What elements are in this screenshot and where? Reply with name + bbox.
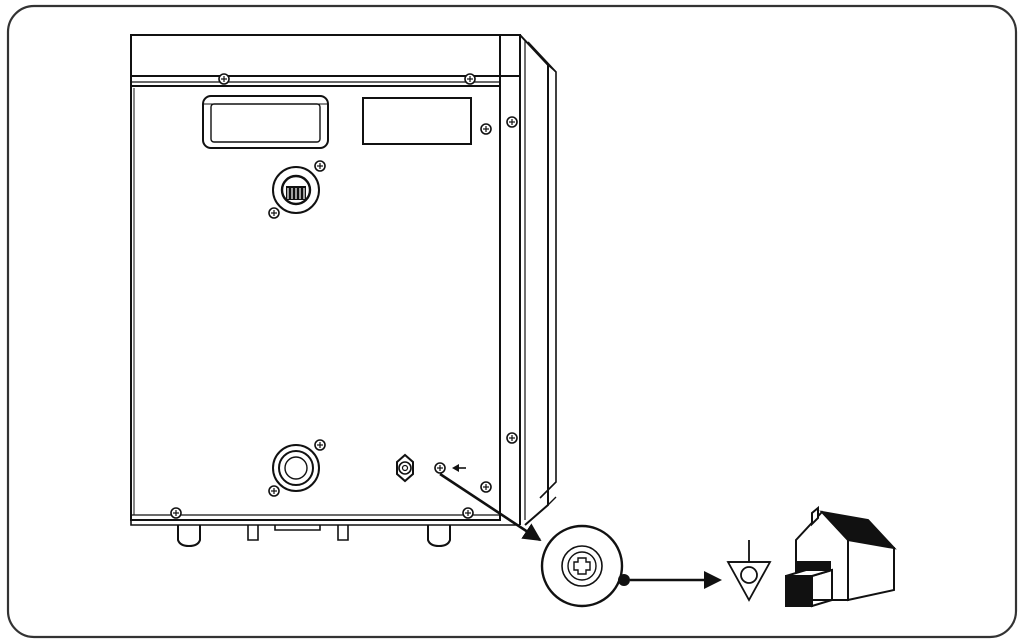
screw-icon — [480, 481, 492, 493]
magnified-earth-screw — [540, 524, 630, 608]
screw-icon — [314, 160, 326, 172]
screw-icon — [506, 116, 518, 128]
outer-frame — [6, 4, 1018, 639]
side-profile-outer — [519, 34, 549, 526]
upper-connector — [272, 166, 320, 214]
house-icon — [785, 505, 897, 608]
label-window — [362, 97, 472, 145]
arrow-right-icon — [630, 571, 722, 589]
screw-icon — [268, 207, 280, 219]
earth-screw-icon — [434, 462, 446, 474]
screw-icon — [218, 73, 230, 85]
ground-symbol-icon — [726, 540, 772, 602]
callout-leader-arrow — [439, 472, 542, 542]
screw-icon — [268, 485, 280, 497]
screw-icon — [480, 123, 492, 135]
screw-icon — [506, 432, 518, 444]
cross-screw-head-icon — [573, 557, 591, 575]
screw-icon — [464, 73, 476, 85]
cable-gland — [396, 453, 414, 483]
foot-left — [177, 525, 201, 548]
arrow-left-icon — [452, 464, 466, 472]
foot-right — [427, 525, 451, 548]
lower-connector — [272, 444, 320, 492]
screw-icon — [170, 507, 182, 519]
screw-icon — [462, 507, 474, 519]
screw-icon — [314, 439, 326, 451]
handle-recess — [202, 95, 329, 149]
unit-rear-panel — [130, 34, 557, 548]
